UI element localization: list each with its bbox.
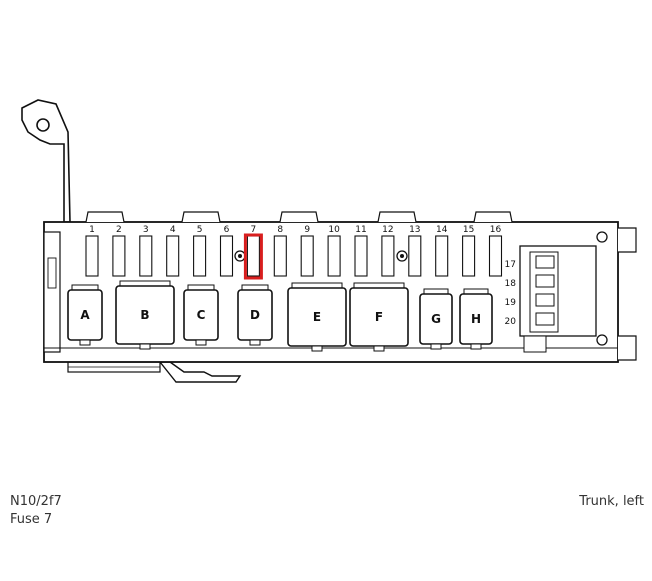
fuse-20[interactable]: 20 (505, 317, 517, 327)
fuse-17[interactable]: 17 (505, 260, 516, 270)
relay-label: G (431, 312, 441, 326)
bracket-hole (36, 118, 50, 132)
relay-label: D (250, 308, 260, 322)
fuse-number-label: 3 (143, 225, 149, 235)
component-code: N10/2f7 (10, 494, 62, 509)
fuse-5[interactable]: 5 (193, 225, 207, 277)
fuse-19[interactable]: 19 (505, 298, 517, 308)
right-ear-top (618, 227, 637, 253)
fuse-number-label: 16 (490, 225, 502, 235)
relay-b[interactable]: B (115, 280, 175, 350)
fuse-number-label: 18 (505, 279, 517, 289)
left-end-plate (43, 231, 61, 353)
relay-label: B (140, 308, 149, 322)
relay-label: H (471, 312, 481, 326)
fuse-2[interactable]: 2 (112, 225, 126, 277)
right-ear-bottom (618, 335, 637, 361)
fuse-number-label: 5 (197, 225, 203, 235)
fuse-8[interactable]: 8 (273, 225, 287, 277)
relay-h[interactable]: H (459, 288, 493, 350)
relay-label: F (375, 310, 383, 324)
top-clips (85, 211, 513, 223)
fuse-6[interactable]: 6 (219, 225, 234, 277)
fuse-14[interactable]: 14 (435, 225, 449, 277)
fuse-18[interactable]: 18 (505, 279, 517, 289)
screw-bottom-right (596, 334, 608, 346)
fuse-number-label: 13 (409, 225, 420, 235)
fuse-number-label: 19 (505, 298, 517, 308)
relay-label: A (80, 308, 90, 322)
relay-g[interactable]: G (419, 288, 453, 350)
fuse-number-label: 7 (251, 225, 257, 235)
mounting-bracket (21, 99, 71, 223)
relay-e[interactable]: E (287, 282, 347, 352)
fuse-13[interactable]: 13 (408, 225, 422, 277)
fuse-16[interactable]: 16 (488, 225, 503, 277)
fuse-number-label: 12 (382, 225, 393, 235)
fuse-number-label: 17 (505, 260, 516, 270)
relay-d[interactable]: D (237, 284, 273, 346)
fuse-number-label: 1 (89, 225, 95, 235)
fuse-label: Fuse 7 (10, 512, 53, 527)
fuse-10[interactable]: 10 (327, 225, 341, 277)
relay-c[interactable]: C (183, 284, 219, 346)
fuse-number-label: 9 (304, 225, 310, 235)
fuse-15[interactable]: 15 (462, 225, 476, 277)
fuse-1[interactable]: 1 (85, 225, 99, 277)
fuse-11[interactable]: 11 (354, 225, 368, 277)
location-label: Trunk, left (579, 494, 644, 509)
relay-label: E (313, 310, 321, 324)
fuse-4[interactable]: 4 (166, 225, 180, 277)
fuse-number-label: 8 (277, 225, 283, 235)
fuse-number-label: 4 (170, 225, 176, 235)
relay-label: C (197, 308, 206, 322)
fuse-3[interactable]: 3 (139, 225, 153, 277)
fuse-number-label: 2 (116, 225, 122, 235)
fuse-highlight-marker (243, 233, 263, 280)
bottom-latch (158, 361, 242, 383)
screw-top-right (596, 231, 608, 243)
fuse-9[interactable]: 9 (300, 225, 314, 277)
fuse-number-label: 10 (328, 225, 340, 235)
fuse-number-label: 14 (436, 225, 448, 235)
fuse-number-label: 20 (505, 317, 517, 327)
fuse-7[interactable]: 7 (243, 225, 263, 280)
relay-f[interactable]: F (349, 282, 409, 352)
fuse-number-label: 15 (463, 225, 474, 235)
fuse-number-label: 6 (224, 225, 230, 235)
fuse-number-label: 11 (355, 225, 366, 235)
relay-a[interactable]: A (67, 284, 103, 346)
fuse-12[interactable]: 12 (381, 225, 395, 277)
